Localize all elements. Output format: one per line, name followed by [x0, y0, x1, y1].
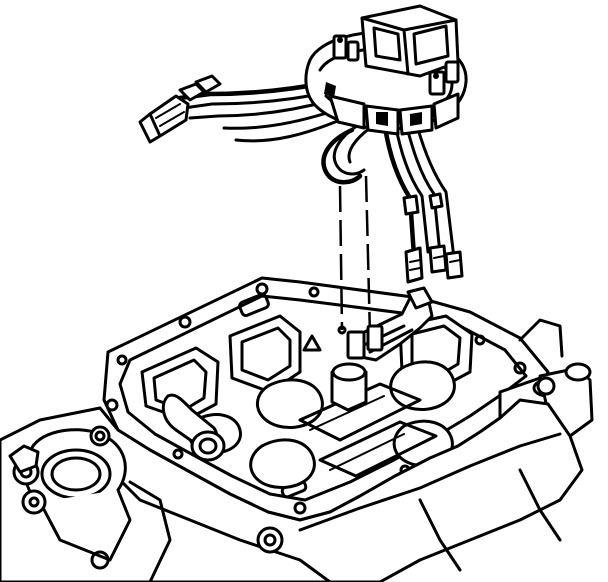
connector-ribs — [409, 255, 461, 271]
rear-flange — [518, 318, 564, 358]
block-bolt — [90, 550, 110, 570]
housing-terminal — [346, 40, 360, 62]
drop-connector — [404, 246, 424, 284]
runner-port-inner — [152, 358, 208, 412]
thermostat-bore — [50, 456, 102, 492]
bracket-clip — [346, 330, 366, 360]
engine-block — [0, 376, 584, 582]
side-pipe-right-end — [564, 362, 592, 382]
housing-cell — [432, 92, 460, 130]
harness-loop — [321, 127, 363, 185]
block-bolt — [89, 425, 111, 447]
mounting-bracket-icon — [346, 286, 434, 362]
runner-bulge — [256, 378, 324, 429]
wire-clip — [402, 194, 420, 216]
block-bolt-core — [94, 430, 106, 442]
bolt-hole — [474, 334, 486, 346]
small-terminal — [194, 74, 222, 94]
bolt-hole — [513, 361, 527, 375]
block-rib — [518, 468, 562, 542]
bolt-hole — [308, 286, 320, 298]
runner-bulge — [389, 360, 456, 411]
housing-cell-shadow — [410, 112, 422, 126]
housing-terminal — [332, 34, 348, 60]
alignment-guides — [337, 175, 372, 337]
block-ridge — [298, 432, 562, 532]
electrical-connector-icon — [304, 4, 468, 136]
bracket-clip — [366, 324, 384, 352]
connector-block-edges — [360, 16, 458, 76]
alignment-target — [337, 325, 347, 335]
harness-loop — [332, 122, 366, 176]
block-bolt-core — [263, 533, 277, 547]
runner-bulge — [249, 438, 316, 489]
plenum-ribs — [309, 395, 405, 471]
bolt-hole — [293, 501, 307, 515]
terminal-pin — [433, 73, 439, 79]
harness-wire — [234, 118, 342, 143]
alignment-line — [338, 185, 344, 331]
housing-cell — [328, 94, 366, 130]
intake-manifold-icon — [102, 276, 594, 522]
thermostat-neck — [38, 489, 132, 562]
bolt-hole — [172, 448, 184, 460]
terminal-pin — [337, 37, 343, 43]
sensor-post-top — [331, 362, 367, 382]
bolt-hole — [105, 398, 119, 412]
wire-clip — [428, 192, 444, 210]
block-bolt-core — [28, 496, 40, 508]
coolant-pipe-bore — [198, 437, 218, 455]
connector-face — [372, 26, 402, 62]
coolant-pipe-end — [190, 430, 226, 462]
plenum-channel — [318, 420, 438, 478]
block-front — [0, 398, 584, 582]
harness-drop — [402, 114, 442, 256]
locating-pin — [302, 334, 322, 352]
block-rib — [128, 480, 172, 582]
plug-ribs — [155, 103, 185, 127]
block-bolt — [536, 376, 556, 396]
harness-wire — [222, 108, 338, 130]
harness-drop — [412, 112, 456, 260]
housing-terminal — [444, 60, 460, 84]
connector-face — [412, 24, 450, 66]
block-rib — [418, 498, 462, 572]
block-bolt — [21, 489, 47, 515]
block-bolt — [256, 526, 284, 554]
alignment-line — [364, 175, 372, 337]
bolt-hole — [116, 354, 128, 366]
harness-loop — [347, 126, 372, 164]
intake-runner-ports — [140, 314, 474, 422]
plate-slot — [238, 292, 270, 318]
left-end-plug — [138, 112, 162, 144]
drop-connector — [428, 244, 448, 274]
drop-connector — [444, 250, 464, 280]
housing-cell-shadow — [324, 82, 336, 98]
bolt-hole — [178, 315, 192, 329]
block-sensor — [8, 444, 40, 474]
bracket-tab — [406, 286, 434, 310]
housing-cell-shadow — [376, 112, 388, 126]
runner-port-inner — [240, 326, 292, 382]
